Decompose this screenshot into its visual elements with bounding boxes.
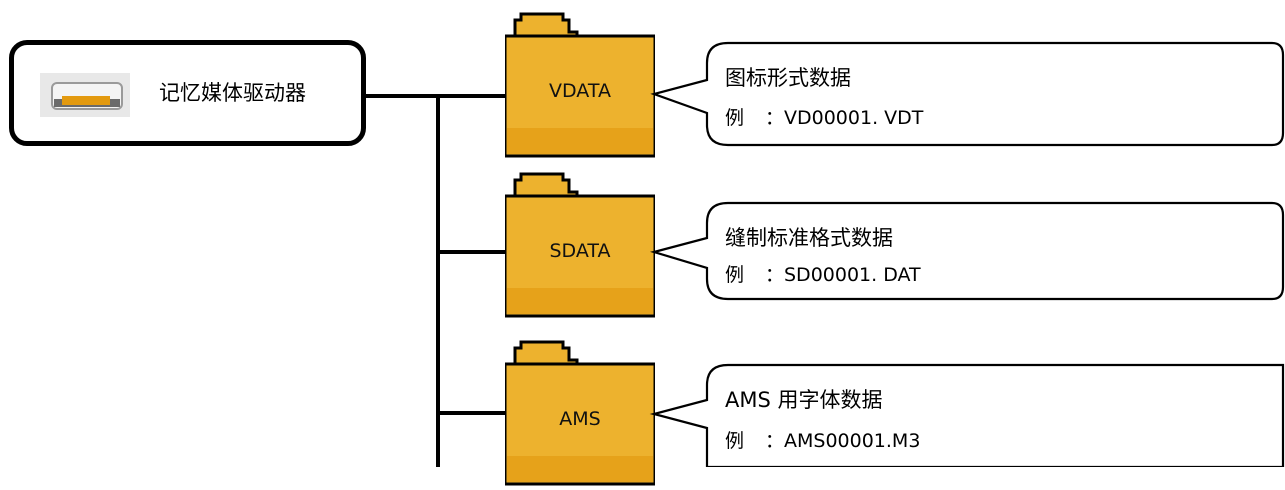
callout-sdata — [649, 201, 1285, 301]
folder-label: AMS — [559, 408, 601, 430]
folder-sdata[interactable]: SDATA — [503, 170, 657, 318]
memory-drive-icon — [40, 73, 130, 117]
memory-drive-label: 记忆媒体驱动器 — [159, 81, 306, 105]
folder-label: VDATA — [549, 80, 611, 102]
folder-label: SDATA — [549, 240, 611, 262]
connector-trunk — [436, 94, 440, 467]
callout-vdata — [650, 41, 1285, 147]
callout-vdata-description: 图标形式数据 — [725, 66, 851, 90]
callout-sdata-description: 缝制标准格式数据 — [725, 226, 893, 250]
connector-branch-ams — [436, 411, 505, 415]
callout-layer — [649, 41, 1285, 467]
memory-drive-node: 记忆媒体驱动器 — [9, 40, 366, 146]
folder-icon — [503, 12, 657, 158]
folder-icon — [503, 172, 657, 318]
callout-vdata-example-prefix: 例 — [725, 107, 745, 129]
callout-sdata-example: ：SD00001. DAT — [765, 264, 921, 286]
callout-sdata-example-prefix: 例 — [725, 264, 745, 286]
callout-ams — [649, 363, 1285, 467]
folder-vdata[interactable]: VDATA — [503, 10, 657, 158]
callout-ams-description: AMS 用字体数据 — [725, 388, 883, 412]
callout-ams-example: ：AMS00001.M3 — [765, 430, 921, 452]
connector-branch-sdata — [436, 250, 505, 254]
callout-ams-example-prefix: 例 — [725, 430, 745, 452]
connector-root — [366, 94, 505, 98]
callout-vdata-example: ：VD00001. VDT — [765, 107, 924, 129]
